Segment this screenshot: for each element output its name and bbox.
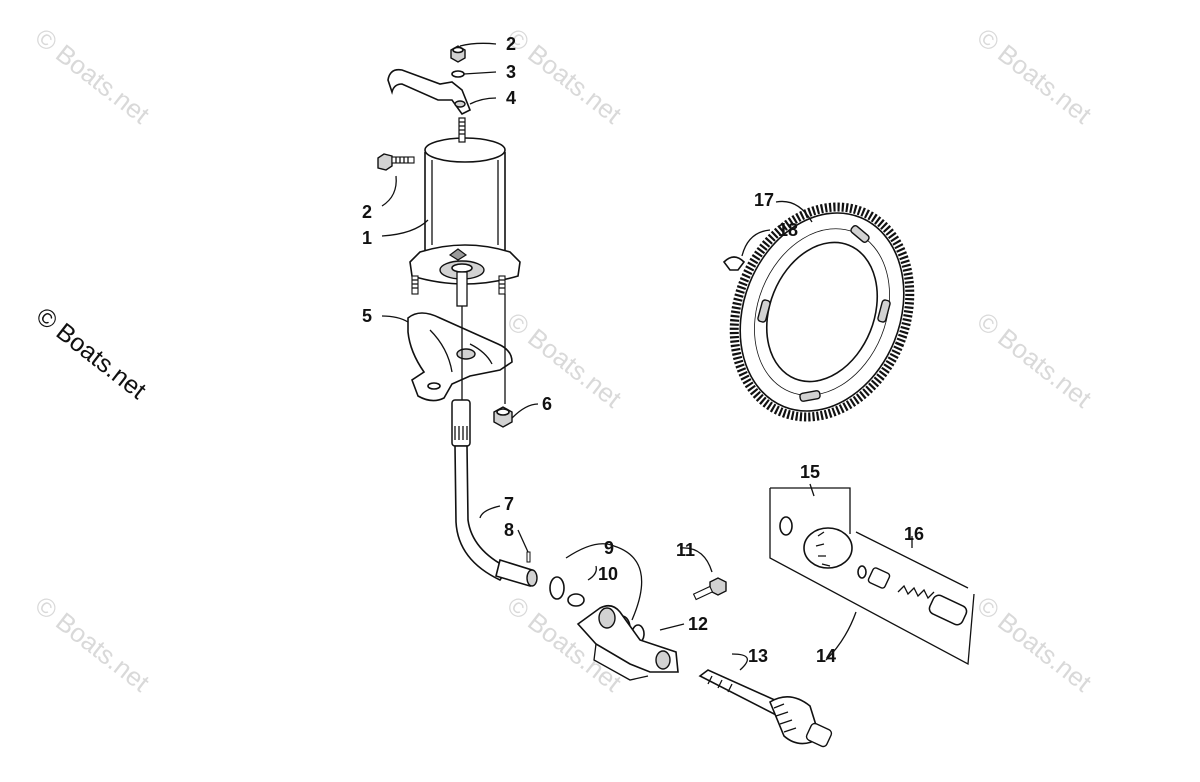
callout-15: 15: [800, 462, 820, 482]
callout-2-top: 2: [506, 34, 516, 54]
callout-17: 17: [754, 190, 774, 210]
callout-9: 9: [604, 538, 614, 558]
callout-10: 10: [598, 564, 618, 584]
upper-bracket: [387, 68, 472, 116]
lower-bracket: [407, 312, 513, 402]
nut-6: [493, 406, 513, 428]
drive-shaft-housing: [451, 399, 538, 588]
starter-motor: [409, 117, 521, 307]
callout-13: 13: [748, 646, 768, 666]
callout-11: 11: [676, 540, 695, 560]
leader-lines: [381, 42, 913, 671]
callout-16: 16: [904, 524, 924, 544]
pinion-shaft: [698, 669, 833, 748]
callout-6: 6: [542, 394, 552, 414]
callout-4: 4: [506, 88, 516, 108]
nut-2-top: [450, 45, 466, 63]
callout-12: 12: [688, 614, 708, 634]
callout-2-side: 2: [362, 202, 372, 222]
screw-18: [722, 256, 746, 271]
callout-7: 7: [504, 494, 514, 514]
callout-18: 18: [778, 220, 798, 240]
ring-gear: [729, 202, 915, 422]
callout-5: 5: [362, 306, 372, 326]
callout-1: 1: [362, 228, 372, 248]
callout-14: 14: [816, 646, 836, 666]
callout-8: 8: [504, 520, 514, 540]
drive-kit-box: [769, 487, 975, 666]
bushing-bracket: [576, 604, 679, 681]
bolt-11: [692, 577, 727, 601]
callout-3: 3: [506, 62, 516, 82]
washer-3: [451, 70, 465, 78]
bolt-2-side: [377, 153, 415, 171]
